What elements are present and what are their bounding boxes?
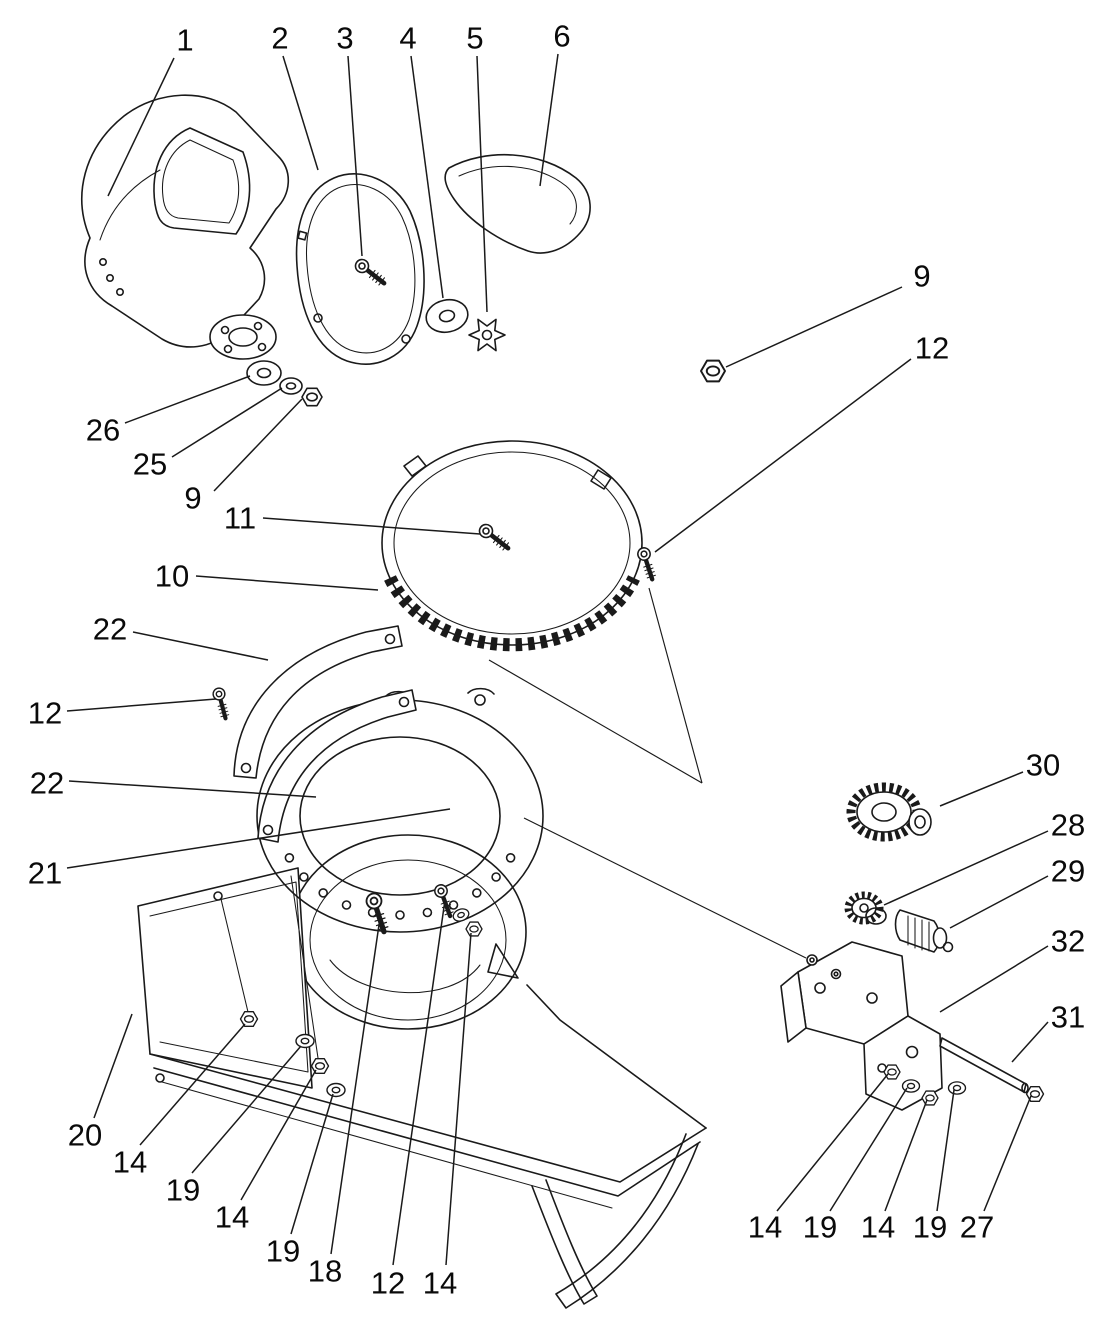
leader-line <box>883 830 1049 906</box>
part-large-washer <box>425 298 469 334</box>
part-nut-14-b <box>310 1057 330 1075</box>
leader-line <box>240 1069 317 1201</box>
callout-label: 31 <box>1051 1000 1085 1035</box>
part-pinion-gear <box>844 891 887 925</box>
callout-label: 19 <box>266 1234 300 1269</box>
leader-line <box>410 55 444 299</box>
part-nut-14-a <box>239 1010 259 1028</box>
callout-label: 1 <box>176 23 193 58</box>
callout-label: 14 <box>861 1210 895 1245</box>
part-strap-upper <box>233 625 403 779</box>
callout-label: 12 <box>28 696 62 731</box>
part-washer-19-d <box>947 1081 967 1095</box>
leader-line <box>68 780 317 798</box>
leader-line <box>983 1095 1032 1212</box>
part-spline-coupling <box>894 909 954 953</box>
callout-label: 22 <box>93 612 127 647</box>
leader-line <box>66 698 217 712</box>
part-chute-washers-nut <box>246 360 323 407</box>
callout-label: 18 <box>308 1254 342 1289</box>
part-bolt-11 <box>477 522 512 553</box>
leader-line <box>213 398 303 492</box>
leader-line <box>939 945 1049 1013</box>
leader-line <box>139 1023 246 1146</box>
callout-label: 14 <box>113 1145 147 1180</box>
leader-line <box>654 358 912 553</box>
callout-label: 25 <box>133 447 167 482</box>
callout-label: 9 <box>913 259 930 294</box>
leader-line <box>939 771 1024 807</box>
callout-label: 4 <box>399 21 416 56</box>
part-rod <box>939 1037 1029 1094</box>
callout-label: 26 <box>86 413 120 448</box>
leader-line <box>124 375 251 424</box>
part-hex-nut-9 <box>700 359 726 383</box>
callout-label: 21 <box>28 856 62 891</box>
leader-line <box>282 55 319 171</box>
leader-line <box>171 387 283 458</box>
callout-label: 28 <box>1051 808 1085 843</box>
part-auger-housing <box>137 834 707 1309</box>
part-nut-14-mid <box>465 921 483 937</box>
callout-label: 5 <box>466 21 483 56</box>
part-strap-lower <box>257 689 417 843</box>
hex-nut <box>301 387 323 407</box>
leader-line <box>132 631 269 661</box>
leader-line <box>884 1099 928 1212</box>
leader-line <box>107 57 175 197</box>
part-bolt-12-left <box>212 687 231 720</box>
callout-label: 9 <box>184 481 201 516</box>
callout-label: 14 <box>423 1266 457 1301</box>
leader-line <box>445 932 472 1266</box>
callout-label: 19 <box>803 1210 837 1245</box>
leader-line <box>93 1013 133 1119</box>
callout-label: 12 <box>915 331 949 366</box>
part-washer-19-a <box>295 1033 315 1049</box>
leader-line <box>829 1087 908 1212</box>
leader-line <box>539 53 559 187</box>
part-mounting-bracket <box>780 941 943 1111</box>
leader-line <box>725 286 903 368</box>
callout-label: 11 <box>224 501 256 536</box>
callout-label: 19 <box>166 1173 200 1208</box>
leader-line <box>347 55 363 257</box>
leader-line <box>191 1045 302 1174</box>
leader-line <box>195 575 379 591</box>
callout-label: 3 <box>336 21 353 56</box>
callout-label: 27 <box>960 1210 994 1245</box>
callout-label: 20 <box>68 1118 102 1153</box>
callout-label: 22 <box>30 766 64 801</box>
callout-label: 10 <box>155 559 189 594</box>
leader-line <box>936 1089 955 1212</box>
part-star-spacer <box>468 318 506 352</box>
part-discharge-chute <box>81 94 290 360</box>
leader-line <box>290 1093 334 1235</box>
callout-label: 12 <box>371 1266 405 1301</box>
leader-line <box>392 899 446 1266</box>
callout-label: 6 <box>553 19 570 54</box>
part-nut-14-d <box>921 1090 939 1106</box>
part-drive-gear <box>846 782 932 842</box>
explosion-guides <box>488 587 807 959</box>
callout-label: 14 <box>215 1200 249 1235</box>
leader-line <box>66 808 451 869</box>
leader-line <box>262 517 481 535</box>
callout-label: 19 <box>913 1210 947 1245</box>
part-washer-19-b <box>326 1082 346 1098</box>
callout-label: 14 <box>748 1210 782 1245</box>
leader-line <box>476 55 488 313</box>
leader-line <box>1011 1021 1049 1063</box>
leader-line <box>330 917 381 1255</box>
leader-line <box>776 1073 889 1212</box>
callout-label: 2 <box>271 21 288 56</box>
callout-label: 30 <box>1026 748 1060 783</box>
leader-line <box>949 875 1049 929</box>
part-gear-ring <box>381 440 643 652</box>
callout-label: 32 <box>1051 924 1085 959</box>
part-upper-guide <box>444 153 591 254</box>
callout-label: 29 <box>1051 854 1085 889</box>
